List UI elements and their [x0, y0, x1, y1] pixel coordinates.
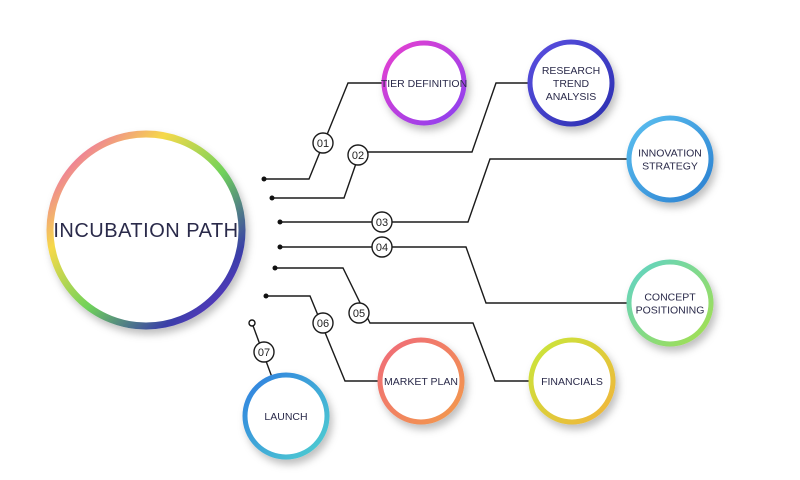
step-label-line: RESEARCH — [542, 65, 600, 77]
step-label-line: CONCEPT — [644, 292, 696, 304]
step-badge-05: 05 — [348, 302, 370, 324]
badge-number: 02 — [352, 150, 364, 162]
step-node-market-plan: MARKET PLAN — [377, 337, 465, 425]
step-ring — [626, 259, 714, 347]
step-badge-02: 02 — [347, 144, 369, 166]
step-badges: 01 02 03 04 05 06 07 — [253, 132, 393, 363]
badge-number: 01 — [317, 138, 329, 150]
step-badge-04: 04 — [371, 236, 393, 258]
step-badge-07: 07 — [253, 341, 275, 363]
step-ring — [527, 39, 615, 127]
badge-circle — [312, 132, 334, 154]
step-label-line: TIER DEFINITION — [381, 78, 467, 90]
step-nodes: TIER DEFINITIONRESEARCHTRENDANALYSISINNO… — [242, 39, 714, 460]
badge-circle — [253, 341, 275, 363]
connector-06 — [266, 295, 380, 382]
connector-lines — [248, 82, 628, 382]
connector-04 — [280, 246, 628, 304]
main-ring — [46, 130, 246, 330]
step-ring — [377, 337, 465, 425]
badge-circle — [371, 236, 393, 258]
step-node-launch: LAUNCH — [242, 372, 330, 460]
step-label-line: POSITIONING — [636, 305, 705, 317]
connector-dot — [277, 219, 283, 225]
step-label-line: FINANCIALS — [541, 376, 603, 388]
connector-01 — [264, 82, 383, 180]
connector-05 — [275, 267, 530, 382]
step-badge-01: 01 — [312, 132, 334, 154]
connector-dot — [248, 319, 256, 327]
badge-number: 05 — [353, 308, 365, 320]
step-node-financials: FINANCIALS — [528, 337, 616, 425]
badge-circle — [348, 302, 370, 324]
connector-dot — [269, 195, 275, 201]
badge-circle — [371, 211, 393, 233]
badge-number: 04 — [376, 242, 388, 254]
step-badge-06: 06 — [312, 312, 334, 334]
connector-03 — [280, 158, 628, 223]
connector-dot — [261, 176, 267, 182]
connector-dot — [272, 265, 278, 271]
step-label-line: INNOVATION — [638, 148, 702, 160]
connector-dot — [277, 244, 283, 250]
step-node-tier-definition: TIER DEFINITION — [381, 40, 467, 126]
main-label: INCUBATION PATH — [53, 220, 238, 242]
badge-number: 07 — [258, 347, 270, 359]
step-label-line: STRATEGY — [642, 161, 698, 173]
connector-02 — [272, 82, 530, 199]
step-label-line: ANALYSIS — [546, 91, 597, 103]
step-label-line: MARKET PLAN — [384, 376, 458, 388]
step-badge-03: 03 — [371, 211, 393, 233]
badge-circle — [347, 144, 369, 166]
step-ring — [242, 372, 330, 460]
step-ring — [381, 40, 467, 126]
step-ring — [528, 337, 616, 425]
main-node: INCUBATION PATH — [46, 130, 246, 330]
badge-number: 06 — [317, 318, 329, 330]
step-ring — [626, 115, 714, 203]
connector-dot — [263, 293, 269, 299]
badge-circle — [312, 312, 334, 334]
step-label-line: TREND — [553, 78, 590, 90]
step-label-line: LAUNCH — [264, 411, 307, 423]
badge-number: 03 — [376, 217, 388, 229]
